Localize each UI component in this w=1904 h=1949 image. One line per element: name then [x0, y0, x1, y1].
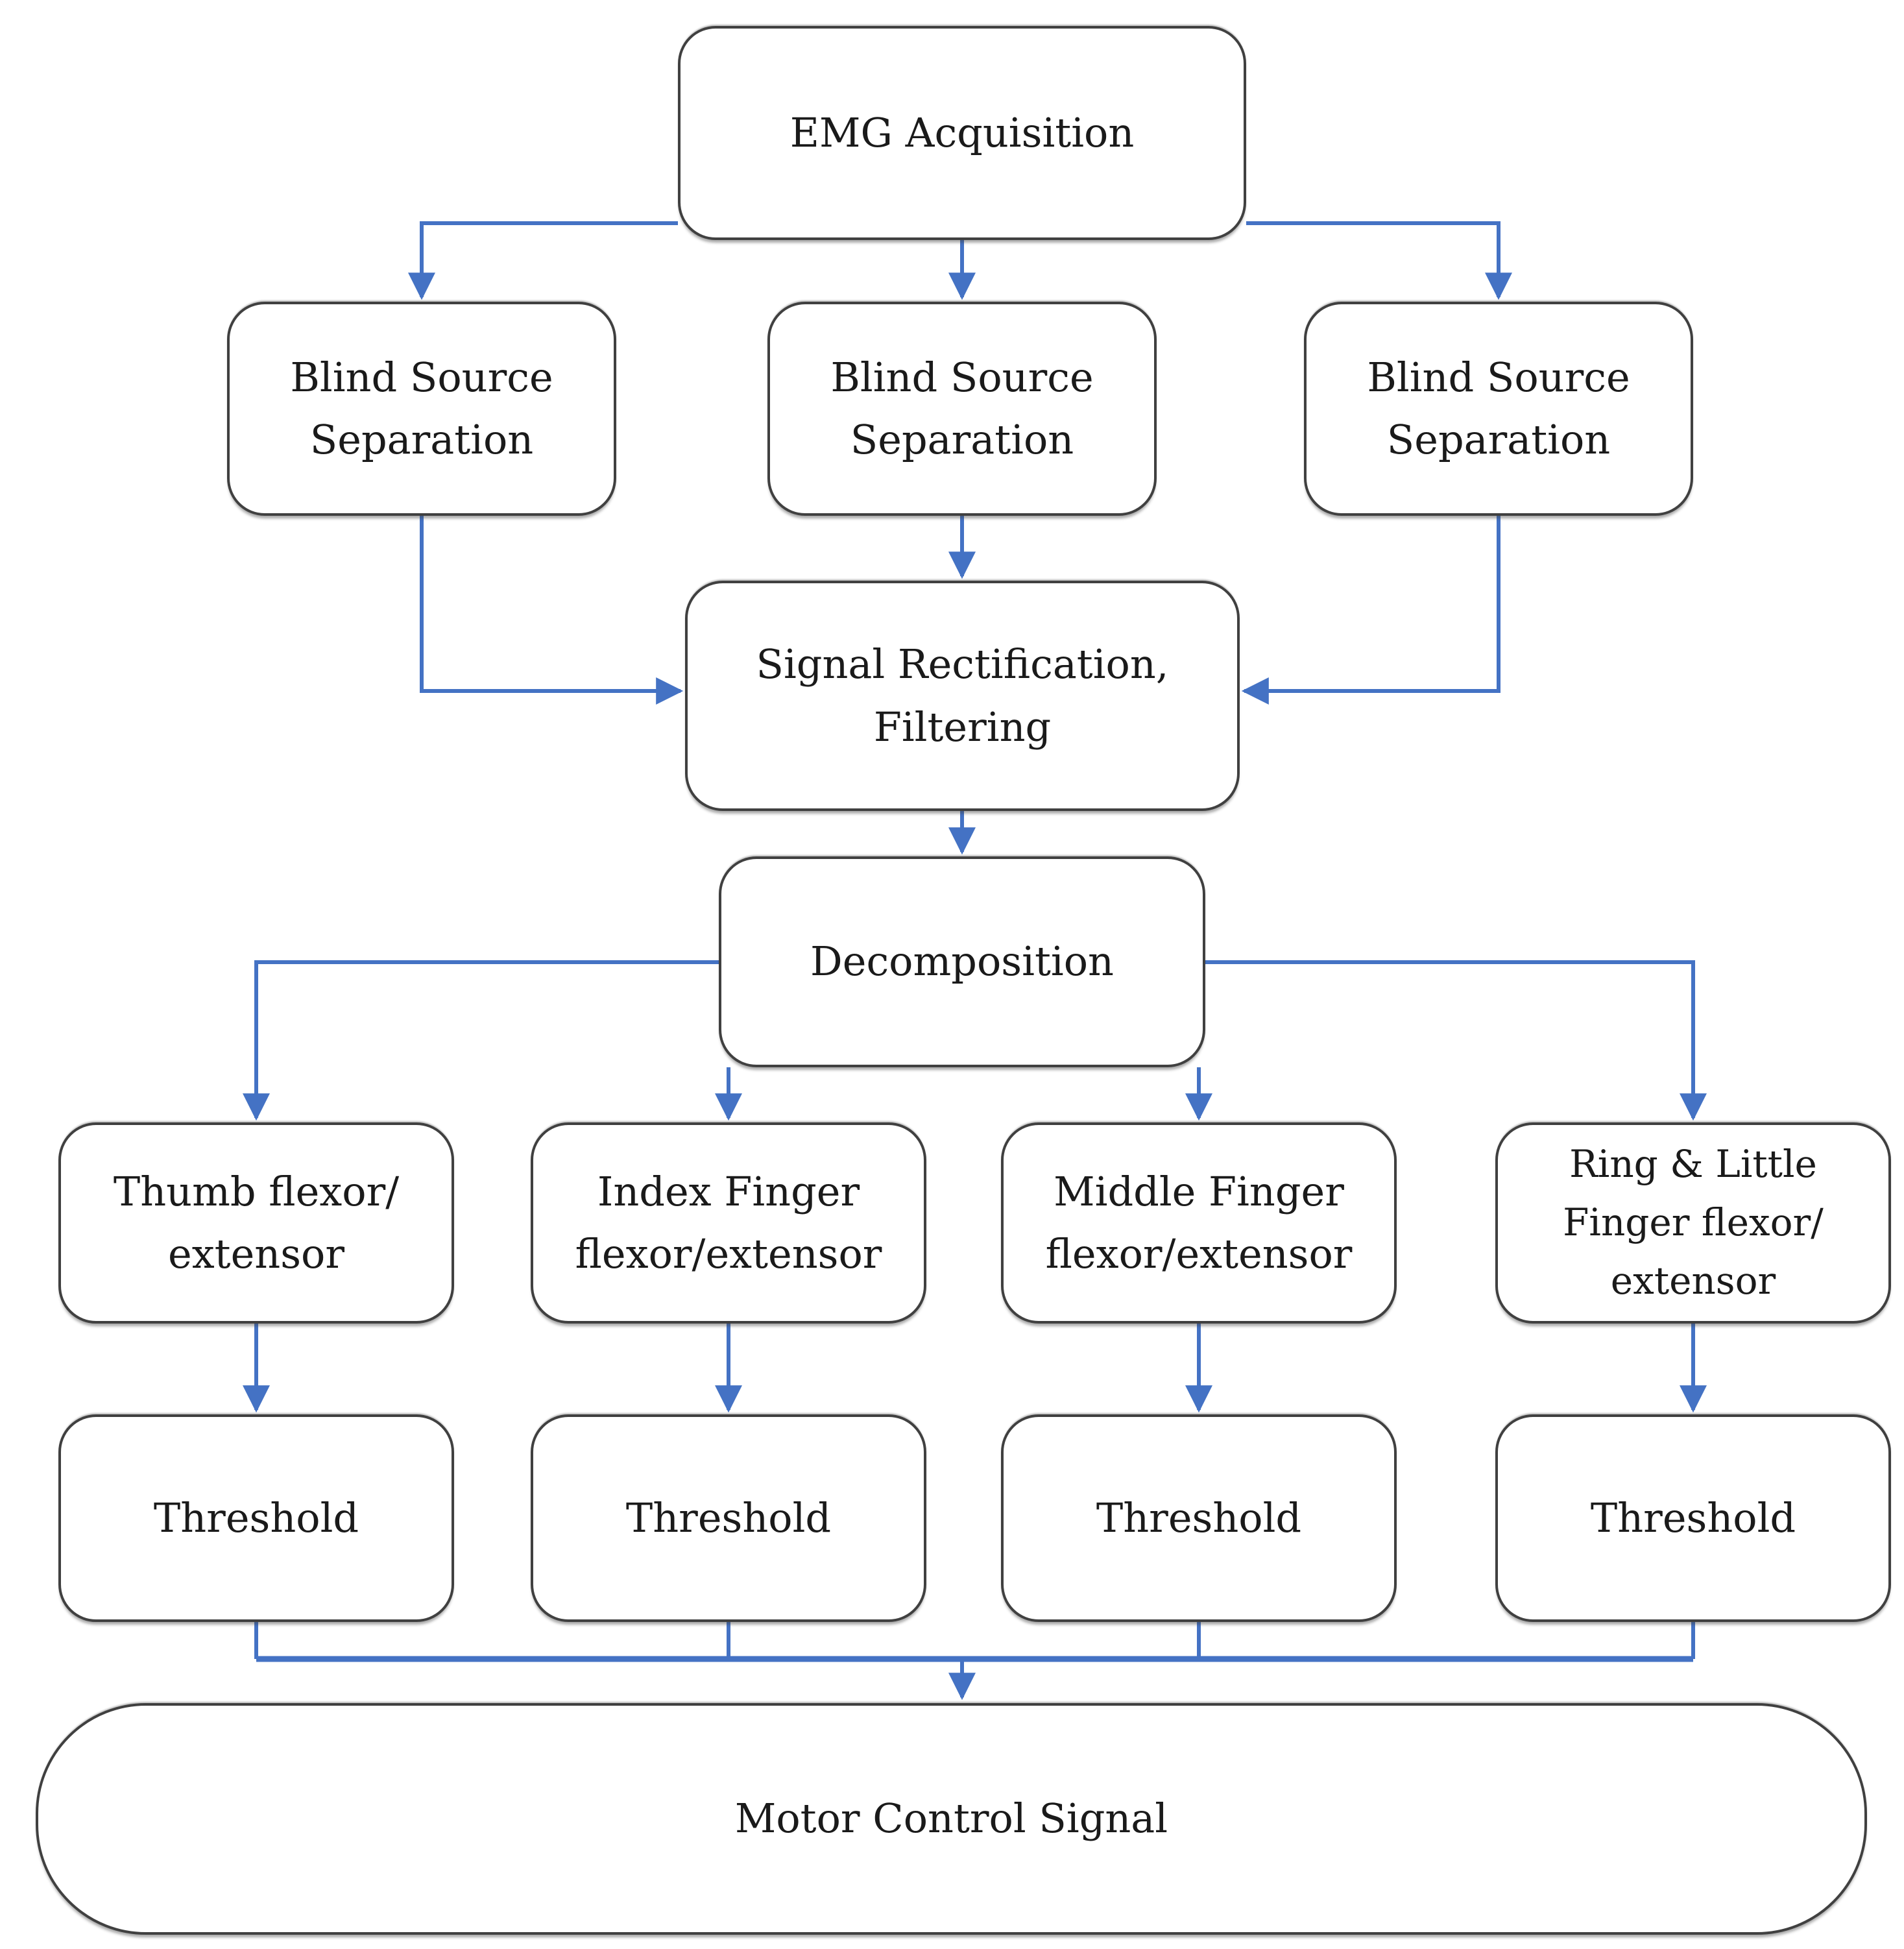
edge-decomposition-to-ring [1205, 960, 1707, 1121]
node-middle-finger-flexor-extensor: Middle Finger flexor/extensor [1001, 1122, 1397, 1324]
node-signal-rectification: Signal Rectification, Filtering [685, 581, 1240, 811]
edge-bss-left-to-rectification [420, 516, 684, 705]
node-ring-little-label: Ring & Little Finger flexor/ extensor [1563, 1142, 1824, 1303]
node-signal-rectification-label: Signal Rectification, Filtering [756, 640, 1169, 751]
node-bss-left: Blind Source Separation [227, 302, 616, 516]
node-thumb-label: Thumb flexor/ extensor [113, 1167, 400, 1277]
node-bss-middle-label: Blind Source Separation [830, 353, 1094, 463]
node-threshold-thumb: Threshold [58, 1414, 454, 1622]
node-motor-control-label: Motor Control Signal [734, 1795, 1168, 1843]
node-threshold-index-label: Threshold [625, 1494, 832, 1542]
node-decomposition-label: Decomposition [810, 938, 1114, 986]
node-bss-left-label: Blind Source Separation [290, 353, 553, 463]
node-bss-right-label: Blind Source Separation [1367, 353, 1630, 463]
node-index-finger-label: Index Finger flexor/extensor [575, 1167, 882, 1277]
node-motor-control-signal: Motor Control Signal [36, 1703, 1867, 1935]
node-threshold-index: Threshold [531, 1414, 926, 1622]
node-index-finger-flexor-extensor: Index Finger flexor/extensor [531, 1122, 926, 1324]
edge-bss-right-to-rectification [1241, 516, 1500, 705]
node-decomposition: Decomposition [719, 856, 1205, 1067]
node-threshold-thumb-label: Threshold [153, 1494, 359, 1542]
node-thumb-flexor-extensor: Thumb flexor/ extensor [58, 1122, 454, 1324]
node-threshold-middle-label: Threshold [1096, 1494, 1302, 1542]
node-bss-right: Blind Source Separation [1304, 302, 1693, 516]
node-ring-little-finger-flexor-extensor: Ring & Little Finger flexor/ extensor [1495, 1122, 1891, 1324]
node-bss-middle: Blind Source Separation [767, 302, 1157, 516]
node-threshold-middle: Threshold [1001, 1414, 1397, 1622]
edge-emg-to-bss-right [1246, 221, 1512, 300]
edge-decomposition-to-thumb [243, 960, 719, 1121]
node-threshold-ring: Threshold [1495, 1414, 1891, 1622]
node-emg-acquisition-label: EMG Acquisition [789, 108, 1135, 156]
node-middle-finger-label: Middle Finger flexor/extensor [1045, 1167, 1353, 1277]
node-threshold-ring-label: Threshold [1590, 1494, 1796, 1542]
node-emg-acquisition: EMG Acquisition [678, 26, 1246, 240]
edge-emg-to-bss-left [408, 221, 678, 300]
